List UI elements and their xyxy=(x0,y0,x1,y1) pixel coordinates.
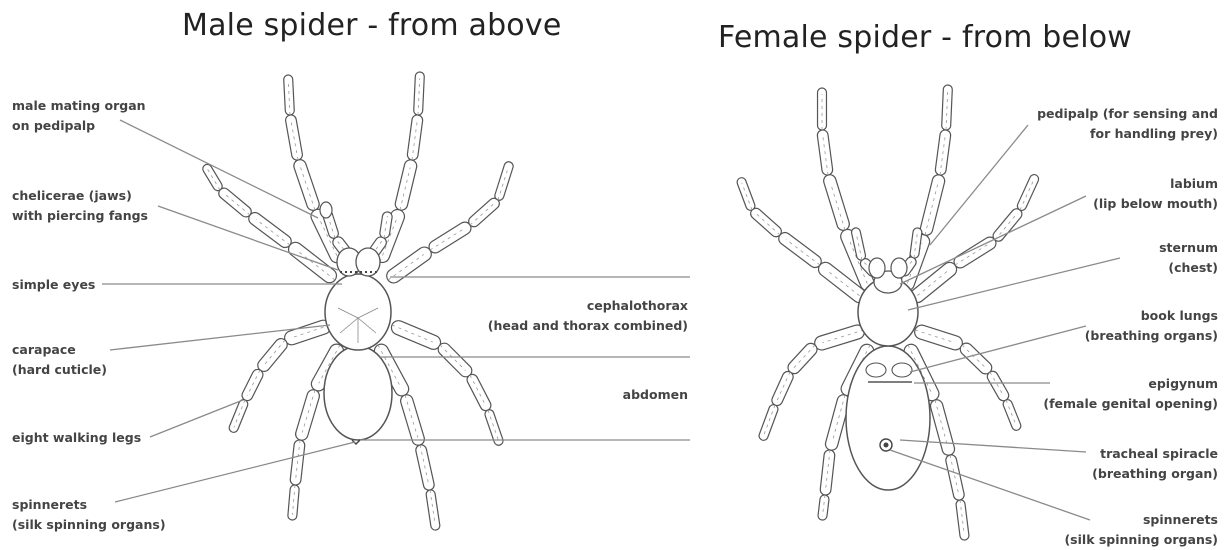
leg-segment xyxy=(394,159,418,212)
male-mating-organ xyxy=(320,202,332,218)
leg-segment xyxy=(292,158,321,212)
leg-segment xyxy=(818,494,830,520)
leg-segment xyxy=(255,336,289,374)
leg-segment xyxy=(813,323,866,351)
female-spider-illustration xyxy=(736,85,1040,541)
leader-male-spinnerets xyxy=(115,442,355,502)
leg-segment xyxy=(284,75,295,115)
leg-segment xyxy=(776,230,823,270)
leg-segment xyxy=(228,398,249,433)
female-book-lung-right xyxy=(892,363,912,377)
leg-segment xyxy=(465,373,492,413)
leg-segment xyxy=(217,186,254,219)
leg-segment xyxy=(956,499,970,540)
female-chelicera-left xyxy=(869,258,885,278)
leg-segment xyxy=(484,409,504,447)
leg-segment xyxy=(426,489,441,530)
leg-segment xyxy=(736,176,756,211)
leader-walking-legs xyxy=(150,400,243,437)
female-spinneret-core xyxy=(884,443,889,448)
leg-segment xyxy=(494,161,515,202)
leg-segment xyxy=(1016,173,1040,212)
leader-tracheal-spiracle xyxy=(900,440,1086,452)
male-spider-illustration xyxy=(201,72,514,531)
leg-segment xyxy=(466,196,501,229)
leg-segment xyxy=(991,207,1024,244)
leg-segment xyxy=(246,210,293,250)
leg-segment xyxy=(758,403,779,441)
leg-segment xyxy=(913,323,964,351)
female-abdomen xyxy=(846,346,930,490)
leg-segment xyxy=(399,393,426,447)
female-book-lung-left xyxy=(866,363,886,377)
leg-segment xyxy=(294,388,321,442)
leg-segment xyxy=(748,206,783,239)
leg-segment xyxy=(389,319,442,352)
leg-segment xyxy=(770,370,795,407)
leader-female-spinnerets xyxy=(890,450,1090,520)
female-chelicera-right xyxy=(891,258,907,278)
leg-segment xyxy=(288,485,300,521)
male-abdomen xyxy=(324,346,392,440)
leader-lines xyxy=(102,120,1120,520)
